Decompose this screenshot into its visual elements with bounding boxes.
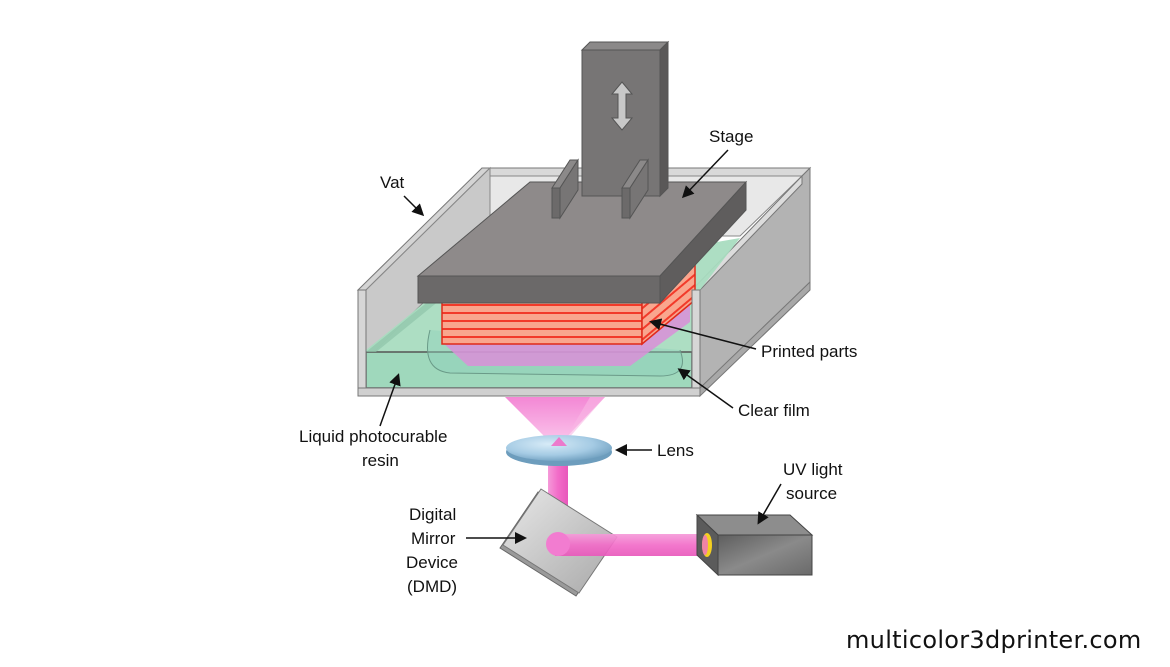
- stage-label: Stage: [709, 127, 753, 146]
- label-dmd: Digital Mirror Device (DMD): [406, 505, 527, 596]
- uv-light-source: [695, 513, 814, 577]
- dmd-label-line4: (DMD): [407, 577, 457, 596]
- dmd-label-line2: Mirror: [411, 529, 456, 548]
- label-printed-parts: Printed parts: [649, 318, 857, 361]
- lens: [506, 435, 612, 466]
- vat-front: [357, 280, 811, 398]
- up-down-arrow-icon: [610, 81, 634, 131]
- resin-label-line1: Liquid photocurable: [299, 427, 447, 446]
- vat-label: Vat: [380, 173, 405, 192]
- printed-parts-label: Printed parts: [761, 342, 857, 361]
- label-vat: Vat: [380, 173, 425, 217]
- light-projection: [442, 300, 690, 366]
- label-uv-source: UV light source: [757, 460, 843, 525]
- resin-label-line2: resin: [362, 451, 399, 470]
- light-cone: [505, 397, 605, 448]
- label-resin: Liquid photocurable resin: [299, 373, 447, 470]
- clear-film-label: Clear film: [738, 401, 810, 420]
- dmd-label-line1: Digital: [409, 505, 456, 524]
- label-clear-film: Clear film: [677, 368, 810, 420]
- watermark: multicolor3dprinter.com: [846, 626, 1142, 654]
- uv-label-line2: source: [786, 484, 837, 503]
- uv-label-line1: UV light: [783, 460, 843, 479]
- dmd-label-line3: Device: [406, 553, 458, 572]
- label-stage: Stage: [681, 127, 753, 199]
- light-beam-horizontal: [546, 532, 705, 556]
- lens-label: Lens: [657, 441, 694, 460]
- label-lens: Lens: [615, 441, 694, 460]
